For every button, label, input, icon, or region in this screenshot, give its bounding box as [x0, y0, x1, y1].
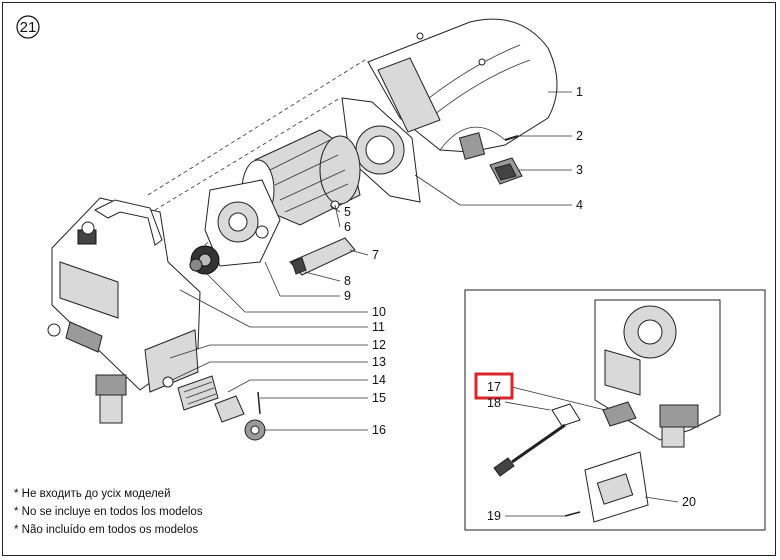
callout-11: 11 — [372, 320, 385, 334]
callout-12: 12 — [372, 338, 386, 352]
part-fittings — [162, 375, 266, 441]
footnote-portuguese: * Não incluído em todos os modelos — [14, 524, 199, 536]
callout-4: 4 — [576, 198, 583, 212]
callout-20: 20 — [682, 495, 696, 509]
part-gear — [189, 245, 220, 275]
callout-13: 13 — [372, 355, 386, 369]
part-switch — [489, 157, 523, 185]
part-brush-block — [289, 237, 356, 276]
part-mount-plate — [341, 97, 421, 203]
part-pump-housing — [47, 197, 201, 424]
callout-18: 18 — [487, 396, 501, 410]
figure-number-badge: 21 — [16, 15, 40, 39]
callout-16: 16 — [372, 423, 386, 437]
callout-19: 19 — [487, 509, 501, 523]
callout-5: 5 — [344, 205, 351, 219]
footnote-ukrainian: * Не входить до усіх моделей — [14, 488, 171, 500]
callout-7: 7 — [372, 248, 379, 262]
part-screw — [504, 135, 519, 141]
callout-1: 1 — [576, 85, 583, 99]
callout-6: 6 — [344, 220, 351, 234]
callout-8: 8 — [344, 274, 351, 288]
leader-lines — [169, 91, 572, 431]
callout-3: 3 — [576, 163, 583, 177]
part-gear-housing — [204, 179, 281, 267]
figure-number: 21 — [20, 19, 37, 36]
callout-9: 9 — [344, 289, 351, 303]
callout-15: 15 — [372, 391, 386, 405]
callout-14: 14 — [372, 373, 386, 387]
callout-labels: 1 2 3 4 5 6 7 8 9 10 11 12 13 14 15 16 — [344, 85, 583, 437]
inset-panel: 17 18 19 20 — [464, 289, 766, 531]
part-shroud — [367, 18, 558, 160]
footnote-spanish: * No se incluye en todos los modelos — [14, 506, 203, 518]
callout-10: 10 — [372, 305, 386, 319]
callout-17: 17 — [487, 380, 501, 394]
callout-2: 2 — [576, 129, 583, 143]
callout-17-highlight — [474, 372, 514, 400]
